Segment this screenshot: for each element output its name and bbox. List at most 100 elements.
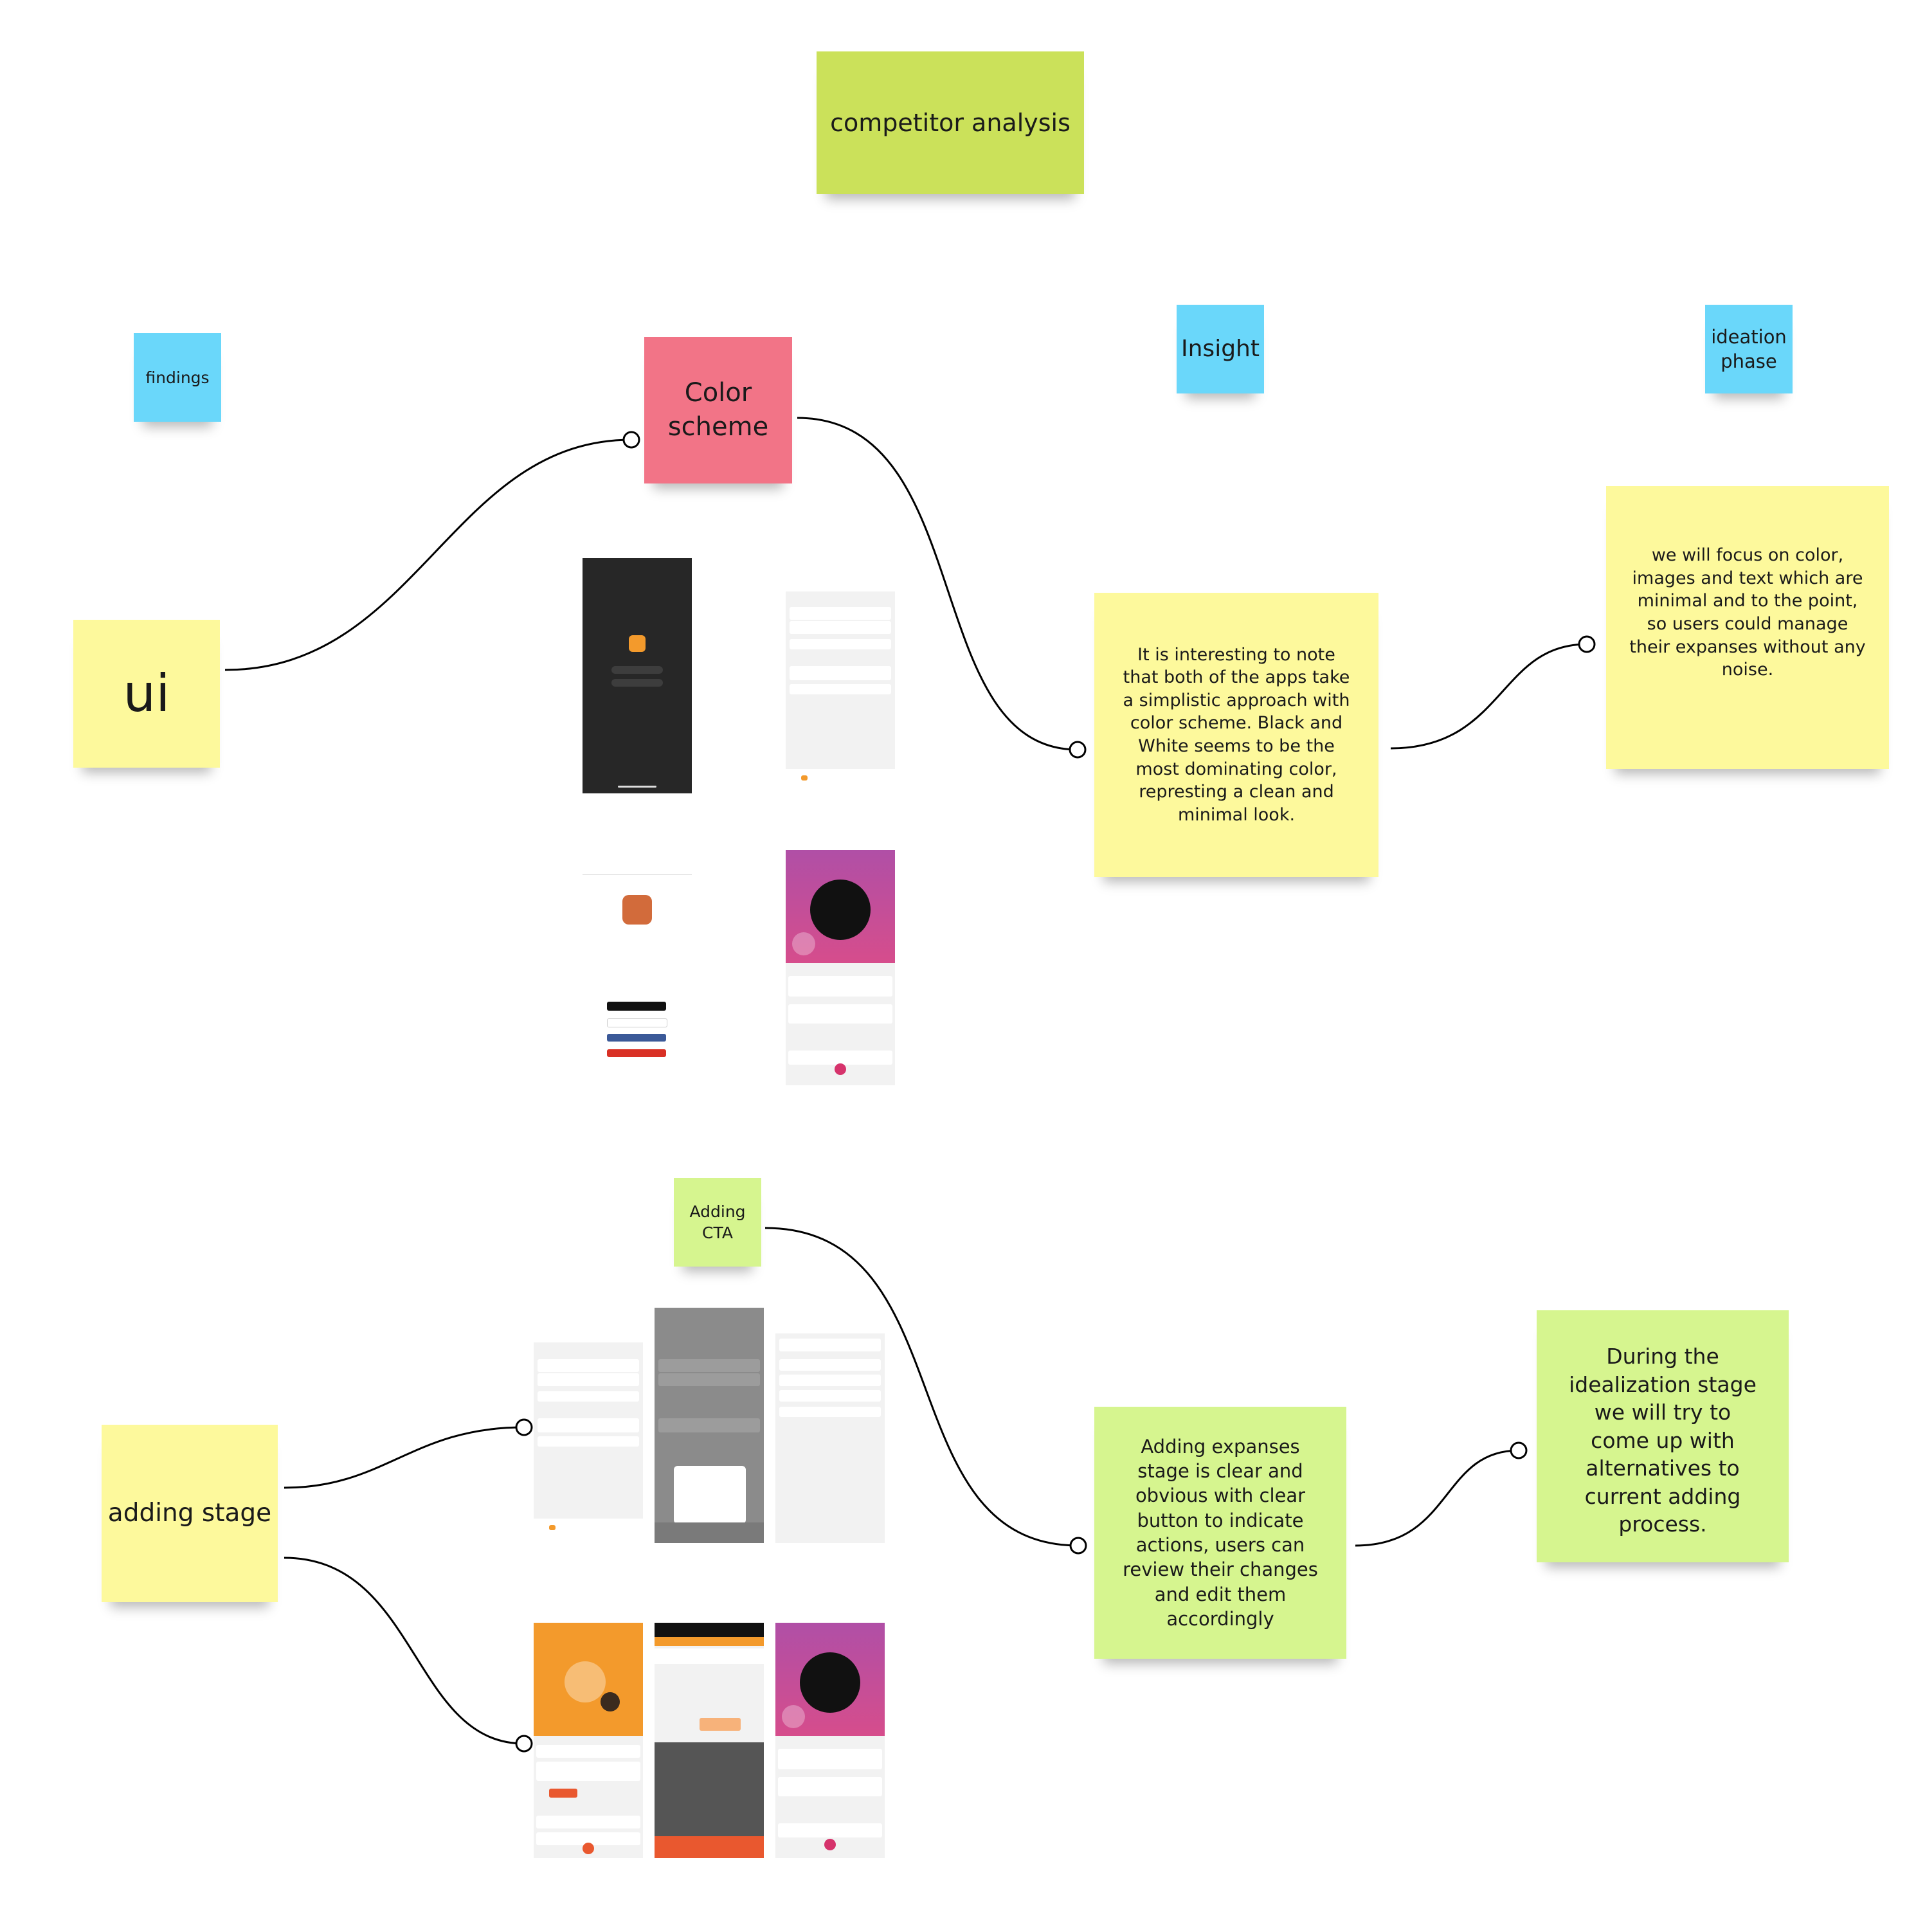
screenshot-amount-keypad <box>655 1623 764 1858</box>
idealization-text: During the idealization stage we will tr… <box>1569 1344 1757 1537</box>
balance-circle <box>565 1661 606 1702</box>
list-row <box>778 1749 882 1769</box>
dark-header <box>655 1623 764 1637</box>
add-button-icon <box>835 1063 846 1075</box>
facebook-sign-in-button <box>607 1034 666 1042</box>
list-row <box>536 1762 640 1781</box>
small-circle <box>792 932 815 955</box>
adding-stage-text: adding stage <box>107 1499 272 1528</box>
findings-note[interactable]: findings <box>134 333 221 422</box>
small-circle <box>782 1705 805 1728</box>
screenshot-purple-balance <box>786 850 895 1085</box>
payer-field <box>779 1375 881 1386</box>
dimmed-row <box>658 1373 760 1386</box>
dimmed-row <box>658 1418 760 1432</box>
connector-endpoint <box>1510 1441 1528 1459</box>
screenshot-add-work <box>534 1308 643 1543</box>
connector-endpoint <box>622 431 640 449</box>
transactions-button <box>790 684 891 694</box>
settle-button <box>538 1391 639 1402</box>
ui-text: ui <box>123 664 170 724</box>
list-row <box>536 1745 640 1758</box>
screenshot-orange-balance <box>534 1623 643 1858</box>
list-row <box>788 976 892 997</box>
idealization-note[interactable]: During the idealization stage we will tr… <box>1537 1310 1789 1562</box>
add-button-icon <box>824 1839 836 1850</box>
adding-detail-note[interactable]: Adding expanses stage is clear and obvio… <box>1094 1407 1346 1659</box>
tab-indicator <box>801 775 808 781</box>
tab-indicator <box>549 1525 556 1530</box>
adding-cta-note[interactable]: Adding CTA <box>674 1178 761 1267</box>
transactions-button <box>538 1436 639 1447</box>
settle-button <box>790 639 891 649</box>
balance-row <box>538 1359 639 1372</box>
header-area <box>775 1308 885 1333</box>
ui-note[interactable]: ui <box>73 620 220 768</box>
balance-row <box>790 666 891 680</box>
amount-display <box>700 1718 741 1731</box>
screenshot-add-menu <box>655 1308 764 1543</box>
orange-button <box>549 1789 577 1798</box>
ideation-phase-text: ideation phase <box>1711 325 1787 372</box>
dimmed-row <box>658 1359 760 1372</box>
email-sign-in-button <box>607 1018 667 1027</box>
connector-color-scheme-to-insight <box>797 417 1078 751</box>
list-row <box>778 1777 882 1796</box>
connector-endpoint <box>515 1735 533 1753</box>
splash-button <box>611 679 663 687</box>
orange-header <box>534 1623 643 1736</box>
color-scheme-note[interactable]: Color scheme <box>644 337 792 483</box>
connector-adding-cta-to-adding-text <box>764 1227 1079 1547</box>
balance-row <box>790 621 891 634</box>
add-options-popup <box>674 1466 746 1524</box>
adding-stage-note[interactable]: adding stage <box>102 1425 278 1602</box>
adding-cta-text: Adding CTA <box>689 1202 746 1242</box>
screenshot-sign-in <box>583 850 692 1085</box>
divider <box>583 874 692 875</box>
connector-adding-text-to-idealization <box>1355 1449 1519 1547</box>
title-text: competitor analysis <box>830 108 1071 137</box>
color-scheme-text: Color scheme <box>667 378 769 442</box>
list-row <box>788 1004 892 1024</box>
insight-note[interactable]: Insight <box>1177 305 1264 393</box>
list-row <box>778 1823 882 1837</box>
insight-text: Insight <box>1181 336 1260 363</box>
connector-endpoint <box>515 1418 533 1436</box>
adding-detail-text: Adding expanses stage is clear and obvio… <box>1123 1435 1318 1630</box>
findings-text: findings <box>145 368 210 387</box>
balance-row <box>538 1373 639 1386</box>
connector-endpoint <box>1578 635 1596 653</box>
screenshot-expense-form <box>775 1308 885 1543</box>
connector-endpoint <box>1069 741 1087 759</box>
ideation-phase-note[interactable]: ideation phase <box>1705 305 1793 393</box>
connector-ui-to-color-scheme <box>224 438 632 671</box>
insight-detail-note[interactable]: It is interesting to note that both of t… <box>1094 593 1378 877</box>
orange-header-bar <box>655 1637 764 1646</box>
insight-detail-text: It is interesting to note that both of t… <box>1123 644 1350 825</box>
connector-adding-stage-to-screens-bottom <box>284 1557 525 1745</box>
home-indicator <box>618 786 656 788</box>
tab-bar <box>534 1519 643 1543</box>
list-row <box>536 1816 640 1828</box>
keypad <box>655 1742 764 1836</box>
splash-button <box>611 666 663 674</box>
tab-bar <box>786 769 895 793</box>
google-sign-in-button <box>607 1049 666 1057</box>
amount-field <box>779 1359 881 1371</box>
ideation-detail-note[interactable]: we will focus on color, images and text … <box>1606 486 1889 769</box>
add-person-icon <box>601 1692 620 1711</box>
save-button <box>779 1407 881 1417</box>
screenshot-dark-splash <box>583 558 692 793</box>
connector-adding-stage-to-screens-top <box>284 1426 525 1489</box>
app-logo-icon <box>629 635 646 652</box>
apple-sign-in-button <box>607 1002 666 1011</box>
screenshot-purple-balance-2 <box>775 1623 885 1858</box>
header-area <box>534 1308 643 1342</box>
ideation-detail-text: we will focus on color, images and text … <box>1629 545 1866 680</box>
screenshot-work-balances <box>786 558 895 793</box>
header-area <box>786 558 895 591</box>
balance-row <box>790 607 891 620</box>
list-row <box>536 1832 640 1845</box>
title-note[interactable]: competitor analysis <box>817 51 1084 194</box>
